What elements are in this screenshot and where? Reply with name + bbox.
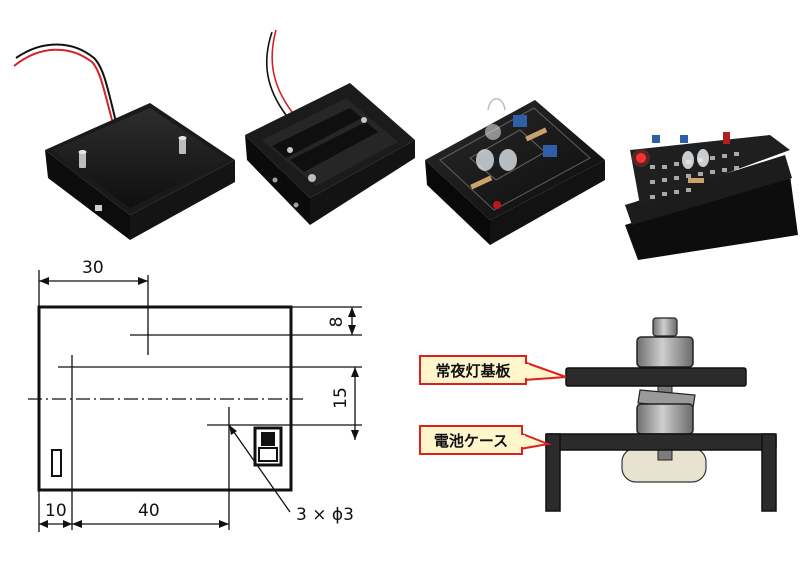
photo-battery-case-open <box>245 29 415 225</box>
dim-label-10: 10 <box>45 501 67 521</box>
switch-upper <box>261 432 275 446</box>
case-left-leg <box>545 433 561 512</box>
hole-spec-label: 3 × ϕ3 <box>296 505 354 525</box>
board-plate <box>565 367 747 387</box>
case-right-leg <box>761 433 777 512</box>
photo-battery-case-closed <box>13 43 235 240</box>
case-top-plate <box>545 433 777 451</box>
bolt-head <box>652 317 678 337</box>
dim-label-40: 40 <box>138 501 160 521</box>
switch-outline <box>253 426 283 467</box>
dim-label-8: 8 <box>327 317 347 328</box>
upper-nut <box>636 336 694 368</box>
callout-board <box>419 355 567 385</box>
callout-case-label: 電池ケース <box>434 432 508 450</box>
callout-board-label: 常夜灯基板 <box>435 362 511 380</box>
dim-label-30: 30 <box>82 258 104 278</box>
callout-case <box>419 425 552 455</box>
lower-nut <box>636 403 694 435</box>
assembly-diagram <box>545 317 777 512</box>
hole-leader <box>228 424 291 513</box>
photo-board-on-case-side <box>625 132 798 260</box>
dimension-drawing <box>28 270 362 532</box>
photo-board-on-case-top <box>425 98 605 245</box>
dim-label-15: 15 <box>331 387 351 409</box>
switch-lower <box>258 447 278 462</box>
slot-left <box>51 449 62 477</box>
